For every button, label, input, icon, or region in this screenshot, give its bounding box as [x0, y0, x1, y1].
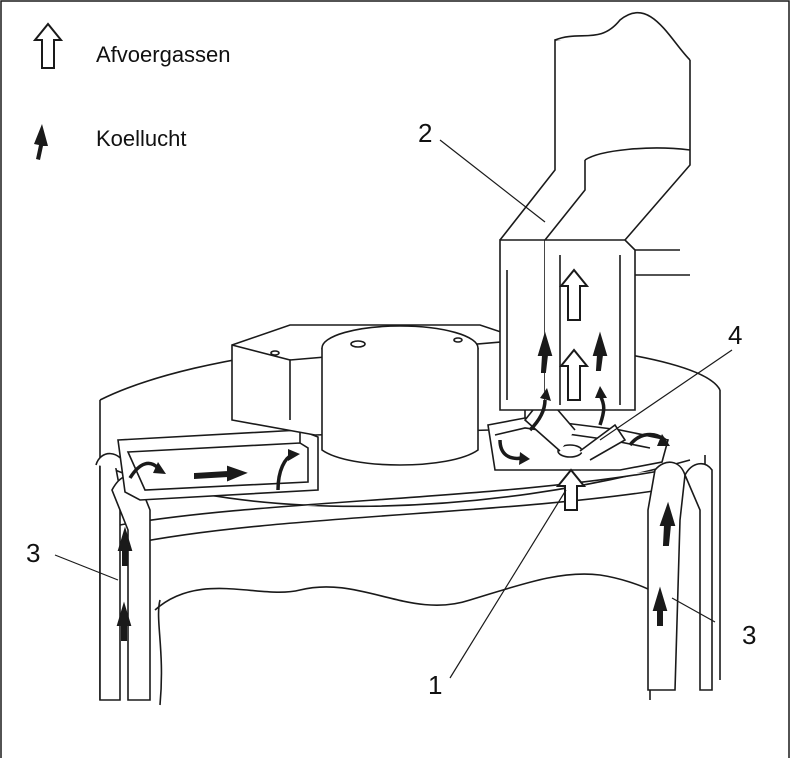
legend-exhaust-label: Afvoergassen [96, 42, 231, 67]
hollow-up-arrow-icon [32, 22, 64, 69]
solid-up-arrow-icon [116, 601, 132, 641]
solid-up-arrow-icon [652, 586, 668, 626]
curved-arrow-heads [153, 386, 670, 474]
solid-up-arrow-icon [537, 331, 553, 373]
hollow-up-arrow-icon [558, 348, 590, 401]
solid-up-arrow-icon [117, 526, 133, 566]
callout-1: 1 [428, 670, 443, 700]
hollow-up-arrow-icon [558, 268, 590, 321]
solid-up-arrow-icon [34, 124, 48, 160]
cooling-arrows [116, 331, 676, 641]
solid-up-arrow-icon [592, 331, 608, 371]
solid-up-arrow-icon [659, 501, 676, 546]
left-horizontal-duct [117, 429, 319, 501]
callout-2: 2 [418, 118, 433, 148]
leader-lines [54, 139, 733, 679]
right-horizontal-duct [487, 417, 669, 471]
right-cooling-channel [647, 461, 713, 691]
callout-3-left: 3 [26, 538, 41, 568]
callout-3-right: 3 [742, 620, 757, 650]
solid-right-arrow-icon [194, 465, 248, 482]
hollow-up-arrow-icon [555, 468, 587, 511]
legend-cooling-label: Koellucht [96, 126, 187, 151]
flue-pipe [499, 11, 691, 411]
exhaust-arrows [555, 268, 590, 511]
central-block [231, 324, 526, 466]
callout-4: 4 [728, 320, 743, 350]
